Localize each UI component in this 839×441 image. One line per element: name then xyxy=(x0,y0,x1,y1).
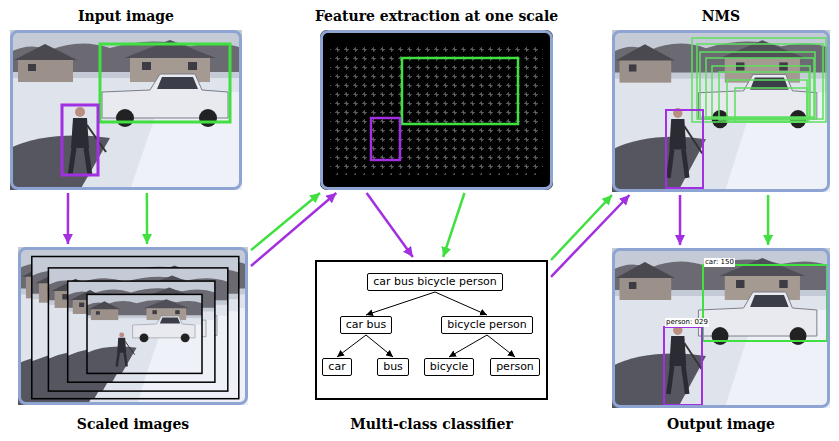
scale-frame xyxy=(68,281,215,382)
candidate-box xyxy=(700,52,815,117)
tree-arrow xyxy=(435,292,487,315)
photo xyxy=(612,248,830,408)
feature-illustration xyxy=(320,30,553,190)
candidate-box xyxy=(727,80,807,122)
photo xyxy=(612,30,830,192)
car-detection xyxy=(703,265,827,341)
photo xyxy=(87,294,202,373)
class-node: car bus xyxy=(340,316,393,334)
flow-arrow xyxy=(146,193,149,244)
flow-arrow xyxy=(367,193,413,257)
car-window xyxy=(402,58,518,124)
class-label: car bus xyxy=(346,318,387,332)
scale-frame xyxy=(48,268,227,391)
flow-arrow xyxy=(551,195,612,260)
tree-arrow xyxy=(487,335,515,357)
candidate-box xyxy=(697,44,823,119)
class-label: bicycle xyxy=(430,360,468,374)
feature-panel: Feature extraction at one scale xyxy=(320,30,553,190)
image-panel: Input image xyxy=(10,30,242,190)
classifier-box: Multi-class classifiercar bus bicycle pe… xyxy=(315,260,548,400)
class-label: bus xyxy=(383,360,403,374)
feature-map xyxy=(320,30,553,190)
scaled-panel: Scaled images xyxy=(18,247,248,405)
flow-arrow xyxy=(251,193,336,266)
scale-frame xyxy=(32,257,239,399)
panel-heading: NMS xyxy=(702,7,740,25)
class-node: person xyxy=(490,358,540,376)
output-illustration xyxy=(612,248,830,408)
tree-arrow xyxy=(337,335,366,357)
person-window xyxy=(371,118,400,160)
person-detection xyxy=(664,327,702,405)
input-illustration xyxy=(10,30,242,190)
person-box xyxy=(62,105,98,175)
tree-arrow xyxy=(366,292,435,315)
panel-heading: Feature extraction at one scale xyxy=(315,7,558,25)
hog-cells xyxy=(330,45,543,175)
detection-label: person: 029 xyxy=(665,318,709,327)
photo xyxy=(10,30,242,190)
panel-heading: Input image xyxy=(78,7,174,25)
photo xyxy=(48,268,227,391)
panel-heading: Scaled images xyxy=(77,415,189,433)
person-box xyxy=(666,110,703,188)
panel-heading: Multi-class classifier xyxy=(350,415,513,433)
flow-arrow xyxy=(443,193,464,257)
class-node: car xyxy=(322,358,351,376)
candidate-box xyxy=(692,38,826,122)
class-label: car xyxy=(328,360,345,374)
candidate-box xyxy=(735,88,807,122)
class-label: car bus bicycle person xyxy=(373,275,497,289)
photo xyxy=(32,257,239,399)
output-panel: Output image xyxy=(612,248,830,408)
class-node: bus xyxy=(377,358,409,376)
flow-arrow xyxy=(679,195,682,245)
class-label: person xyxy=(496,360,534,374)
panel-heading: Output image xyxy=(667,415,775,433)
flow-arrow xyxy=(251,193,320,250)
flow-arrow xyxy=(67,193,70,244)
candidate-box xyxy=(719,72,809,120)
scaled-illustration xyxy=(18,247,248,405)
nms-illustration xyxy=(612,30,830,192)
class-node: bicycle xyxy=(424,358,474,376)
tree-arrow xyxy=(449,335,487,357)
scale-frame xyxy=(87,294,202,373)
class-node: bicycle person xyxy=(441,316,533,334)
photo xyxy=(18,247,248,405)
flow-arrow xyxy=(767,195,770,245)
flow-arrow xyxy=(551,195,629,277)
detection-label: car: 150 xyxy=(704,258,735,267)
tree-arrow xyxy=(366,335,393,357)
car-box xyxy=(100,44,230,122)
photo xyxy=(68,281,215,382)
nms-panel: NMS xyxy=(612,30,830,192)
class-label: bicycle person xyxy=(447,318,527,332)
class-node: car bus bicycle person xyxy=(367,273,503,291)
